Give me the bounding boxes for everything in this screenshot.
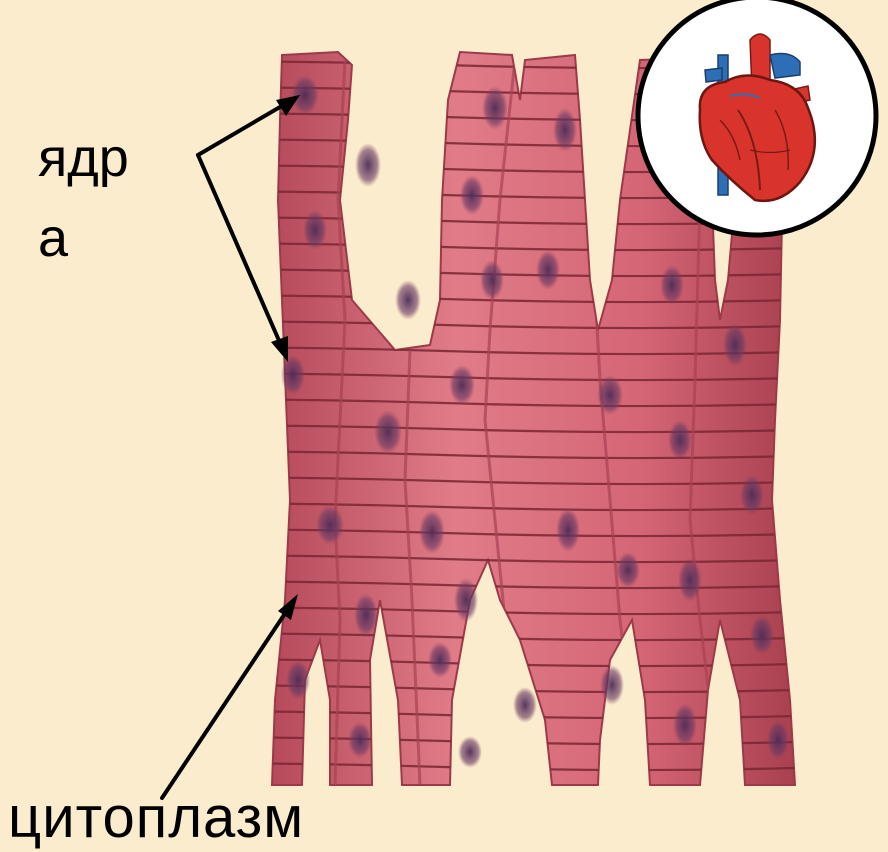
arrows: [162, 100, 292, 798]
label-cytoplasm: цитоплазм: [8, 785, 304, 851]
label-nuclei-line2: а: [38, 208, 68, 268]
arrow-nuclei-top: [198, 100, 292, 155]
heart-inset: [638, 0, 876, 235]
arrow-nuclei-bottom: [198, 155, 284, 352]
label-nuclei-line1: ядр: [38, 128, 129, 188]
